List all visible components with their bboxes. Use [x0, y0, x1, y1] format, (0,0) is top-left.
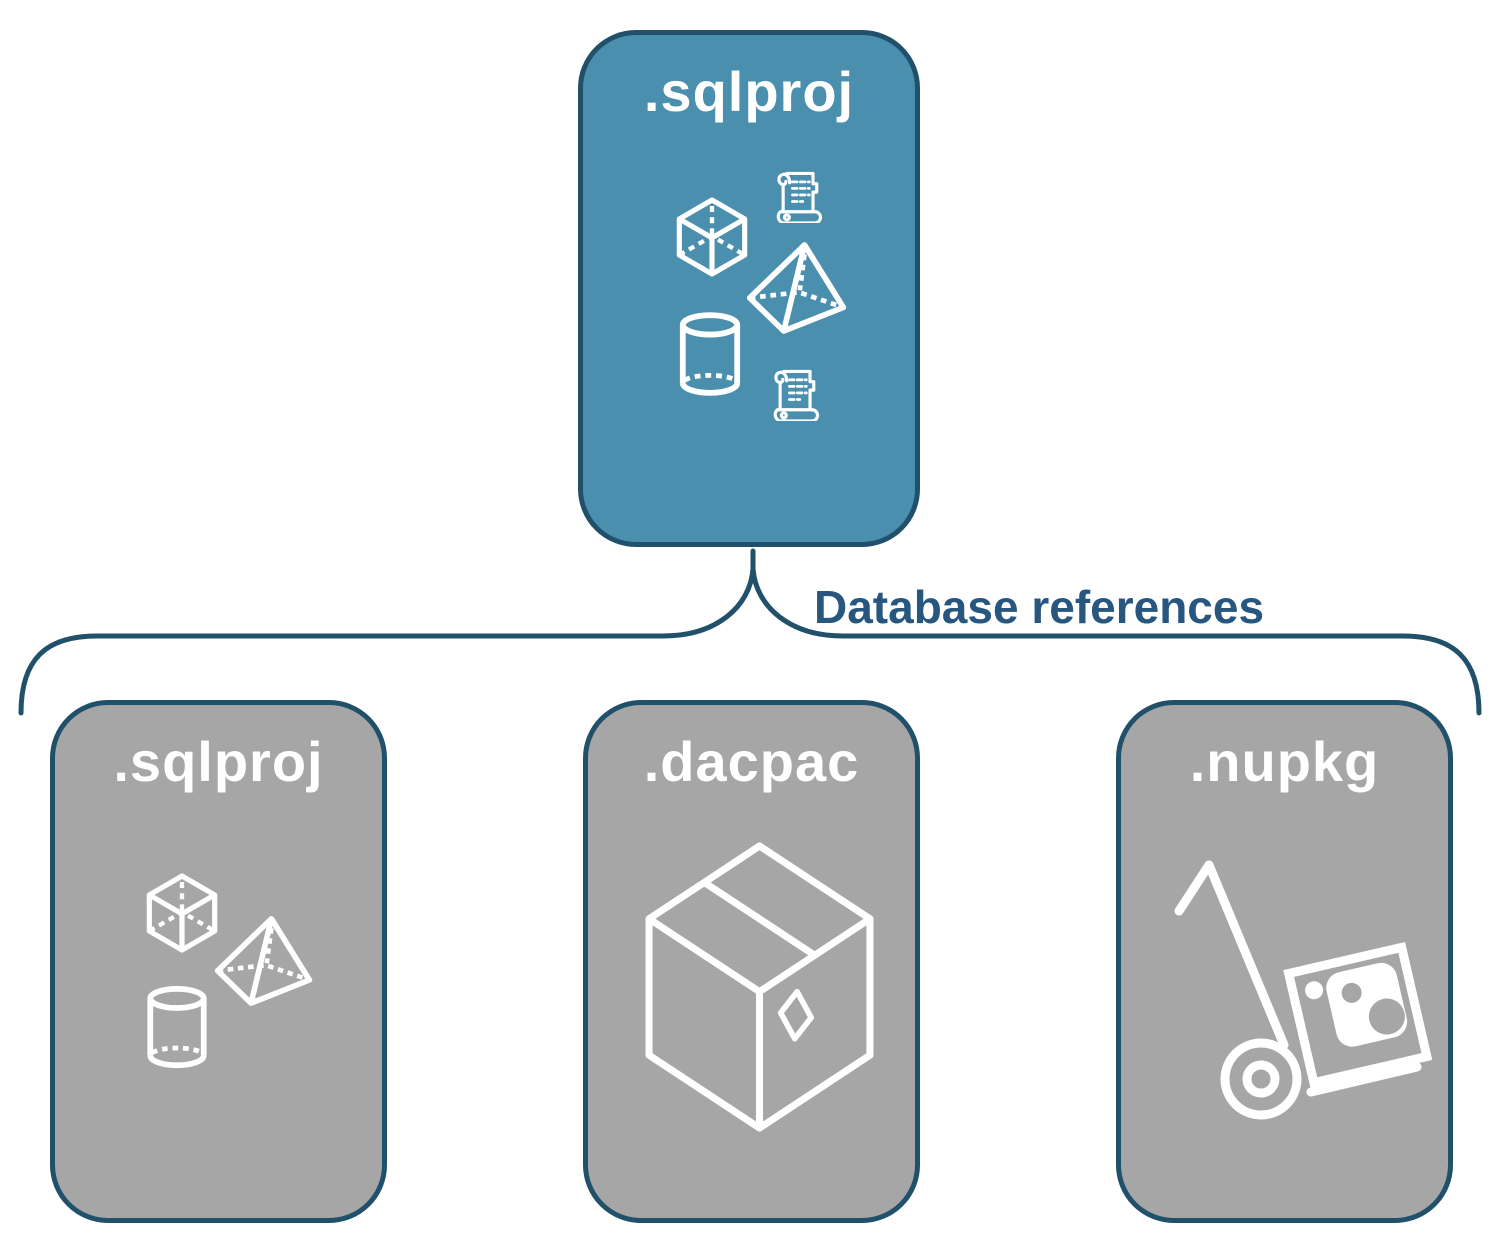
cylinder-icon [679, 312, 741, 396]
scroll-icon [776, 171, 822, 223]
child-node-dacpac: .dacpac [583, 700, 920, 1223]
pyramid-icon [746, 242, 847, 334]
cube-icon [146, 873, 218, 953]
pyramid-icon [214, 915, 313, 1006]
node-label: .sqlproj [643, 60, 855, 123]
node-label: .dacpac [643, 730, 860, 793]
root-node-sqlproj: .sqlproj [578, 30, 920, 547]
child-node-nupkg: .nupkg [1116, 700, 1453, 1223]
edge-label-database-references: Database references [814, 581, 1265, 633]
hand-truck-nuget-icon [1174, 860, 1433, 1120]
node-label: .nupkg [1189, 730, 1380, 793]
child-node-sqlproj: .sqlproj [50, 700, 387, 1223]
cube-icon [676, 197, 748, 277]
scroll-icon [773, 369, 820, 421]
package-box-icon [645, 842, 874, 1132]
cylinder-icon [147, 986, 207, 1069]
node-label: .sqlproj [113, 730, 324, 793]
